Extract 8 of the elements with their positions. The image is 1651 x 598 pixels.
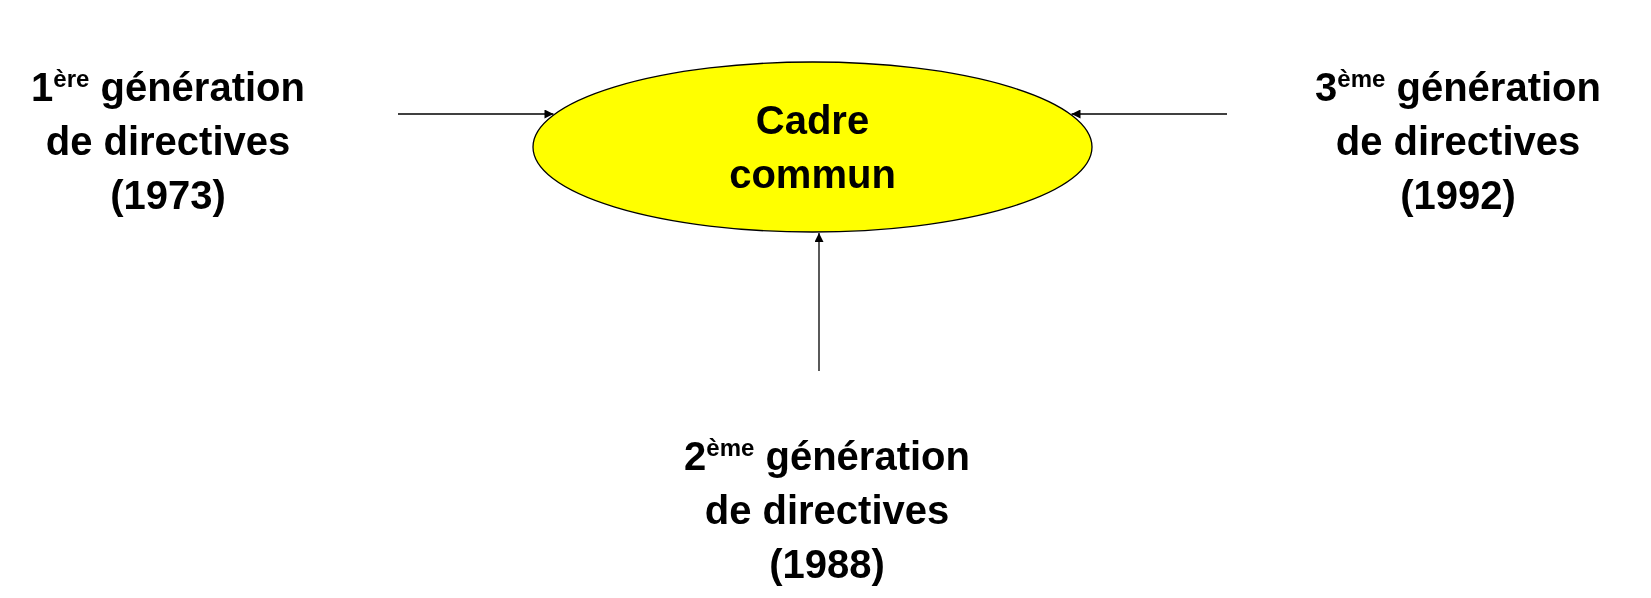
generation-label: 1$^{ère}$ génération de directives (1973) bbox=[30, 64, 306, 219]
node-label: Cadre commun bbox=[728, 97, 897, 198]
arrow bbox=[814, 232, 824, 372]
ellipse-node bbox=[532, 61, 1093, 233]
generation-label: 3$^{ème}$ génération de directives (1992) bbox=[1314, 64, 1602, 219]
arrow bbox=[1070, 109, 1228, 119]
arrow bbox=[397, 109, 555, 119]
generation-label: 2$^{ème}$ génération de directives (1988) bbox=[683, 433, 971, 588]
